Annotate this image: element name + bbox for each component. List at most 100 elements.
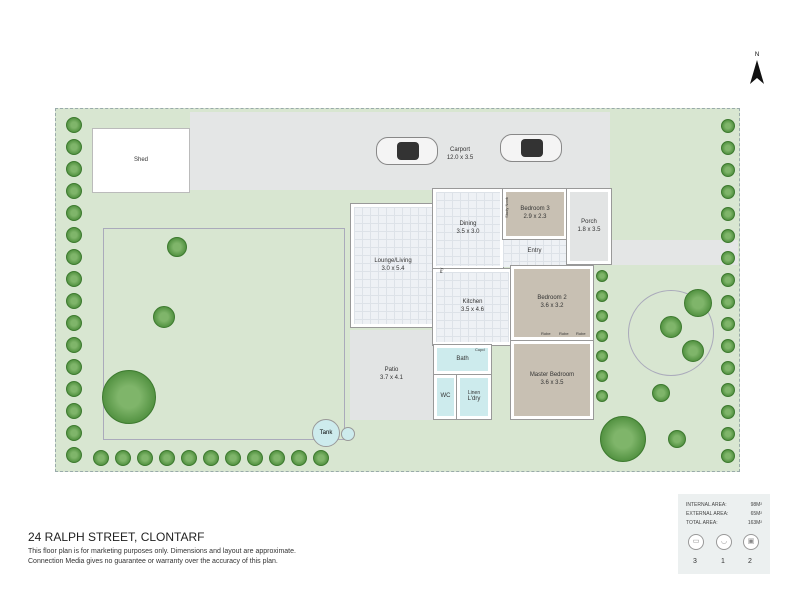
robe-label: Robe [541,331,551,336]
room-bath: Bath [433,344,492,375]
tree-icon [721,273,735,287]
tree-icon [66,183,82,199]
tree-icon [102,370,156,424]
tree-icon [66,359,82,375]
tree-icon [203,450,219,466]
tank-label: Tank [319,430,333,436]
tree-icon [721,119,735,133]
room-dim: 3.0 x 5.4 [381,265,405,272]
address-title: 24 RALPH STREET, CLONTARF [28,530,205,544]
tree-icon [93,450,109,466]
room-name: WC [440,393,451,400]
area-value: 98M² [750,502,762,508]
bath-icon: ◡ [716,534,732,550]
bathroom-count: 1 [721,558,725,565]
cupboard-label: Cupd [475,347,485,352]
car-space-count: 2 [748,558,752,565]
robe-label: Robe [559,331,569,336]
tree-icon [721,163,735,177]
tree-icon [247,450,263,466]
disclaimer: This floor plan is for marketing purpose… [28,547,296,567]
tree-icon [721,383,735,397]
tree-icon [66,337,82,353]
sofa-icon: ▭ [688,534,704,550]
bedroom-count: 3 [693,558,697,565]
room-name: Bedroom 2 [537,295,567,302]
tree-icon [153,306,175,328]
tree-icon [137,450,153,466]
tree-icon [167,237,187,257]
room-dim: 3.5 x 3.0 [456,229,480,235]
room-dim: 3.7 x 4.1 [379,375,403,381]
room-shed: Shed [92,128,190,193]
tree-icon [600,416,646,462]
tree-icon [684,289,712,317]
tree-icon [66,403,82,419]
tree-icon [721,295,735,309]
tree-icon [115,450,131,466]
room-name: Entry [527,248,542,255]
tree-icon [596,350,608,362]
room-name: Bedroom 3 [520,206,550,213]
tree-icon [596,290,608,302]
side-path [610,240,738,265]
tree-icon [721,251,735,265]
lawn-border [103,228,345,440]
tree-icon [668,430,686,448]
tree-icon [66,447,82,463]
car-icon [500,134,562,162]
tree-icon [291,450,307,466]
tree-icon [66,315,82,331]
tree-icon [721,361,735,375]
lawn-circle [628,290,714,376]
tree-icon [66,425,82,441]
area-row: TOTAL AREA: 163M² [678,520,770,526]
tree-icon [159,450,175,466]
tree-icon [596,390,608,402]
tree-icon [66,205,82,221]
tree-icon [66,381,82,397]
disclaimer-line: Connection Media gives no guarantee or w… [28,558,278,565]
area-row: INTERNAL AREA: 98M² [678,502,770,508]
area-label: TOTAL AREA: [686,520,718,526]
area-row: EXTERNAL AREA:65M² [678,511,770,517]
room-name: Carport [449,147,470,154]
room-dim: 12.0 x 3.5 [446,155,474,161]
room-dim: 3.6 x 3.2 [540,303,564,309]
tree-icon [682,340,704,362]
tree-icon [596,330,608,342]
robe-label: Robe [576,331,586,336]
room-name: Bath [456,355,469,362]
area-legend: INTERNAL AREA: 98M² EXTERNAL AREA:65M² TO… [678,494,770,574]
tree-icon [66,293,82,309]
tree-icon [66,161,82,177]
compass: N [749,52,765,91]
room-dim: 2.9 x 2.3 [523,214,547,220]
room-dim: 3.6 x 3.5 [540,380,564,386]
room-name: Lounge/Living [374,257,412,264]
tree-icon [721,185,735,199]
room-entry: Entry [503,237,566,267]
room-wc: WC [433,374,458,420]
tree-icon [596,370,608,382]
area-value: 163M² [747,520,762,526]
tree-icon [721,427,735,441]
room-name: Kitchen [462,299,483,306]
tree-icon [66,249,82,265]
tank: Tank [312,419,340,447]
tree-icon [181,450,197,466]
area-label: INTERNAL AREA: [686,502,727,508]
disclaimer-line: This floor plan is for marketing purpose… [28,548,296,555]
tree-icon [66,139,82,155]
room-dim: 3.5 x 4.6 [460,307,484,313]
tree-icon [721,207,735,221]
tree-icon [313,450,329,466]
tree-icon [721,229,735,243]
